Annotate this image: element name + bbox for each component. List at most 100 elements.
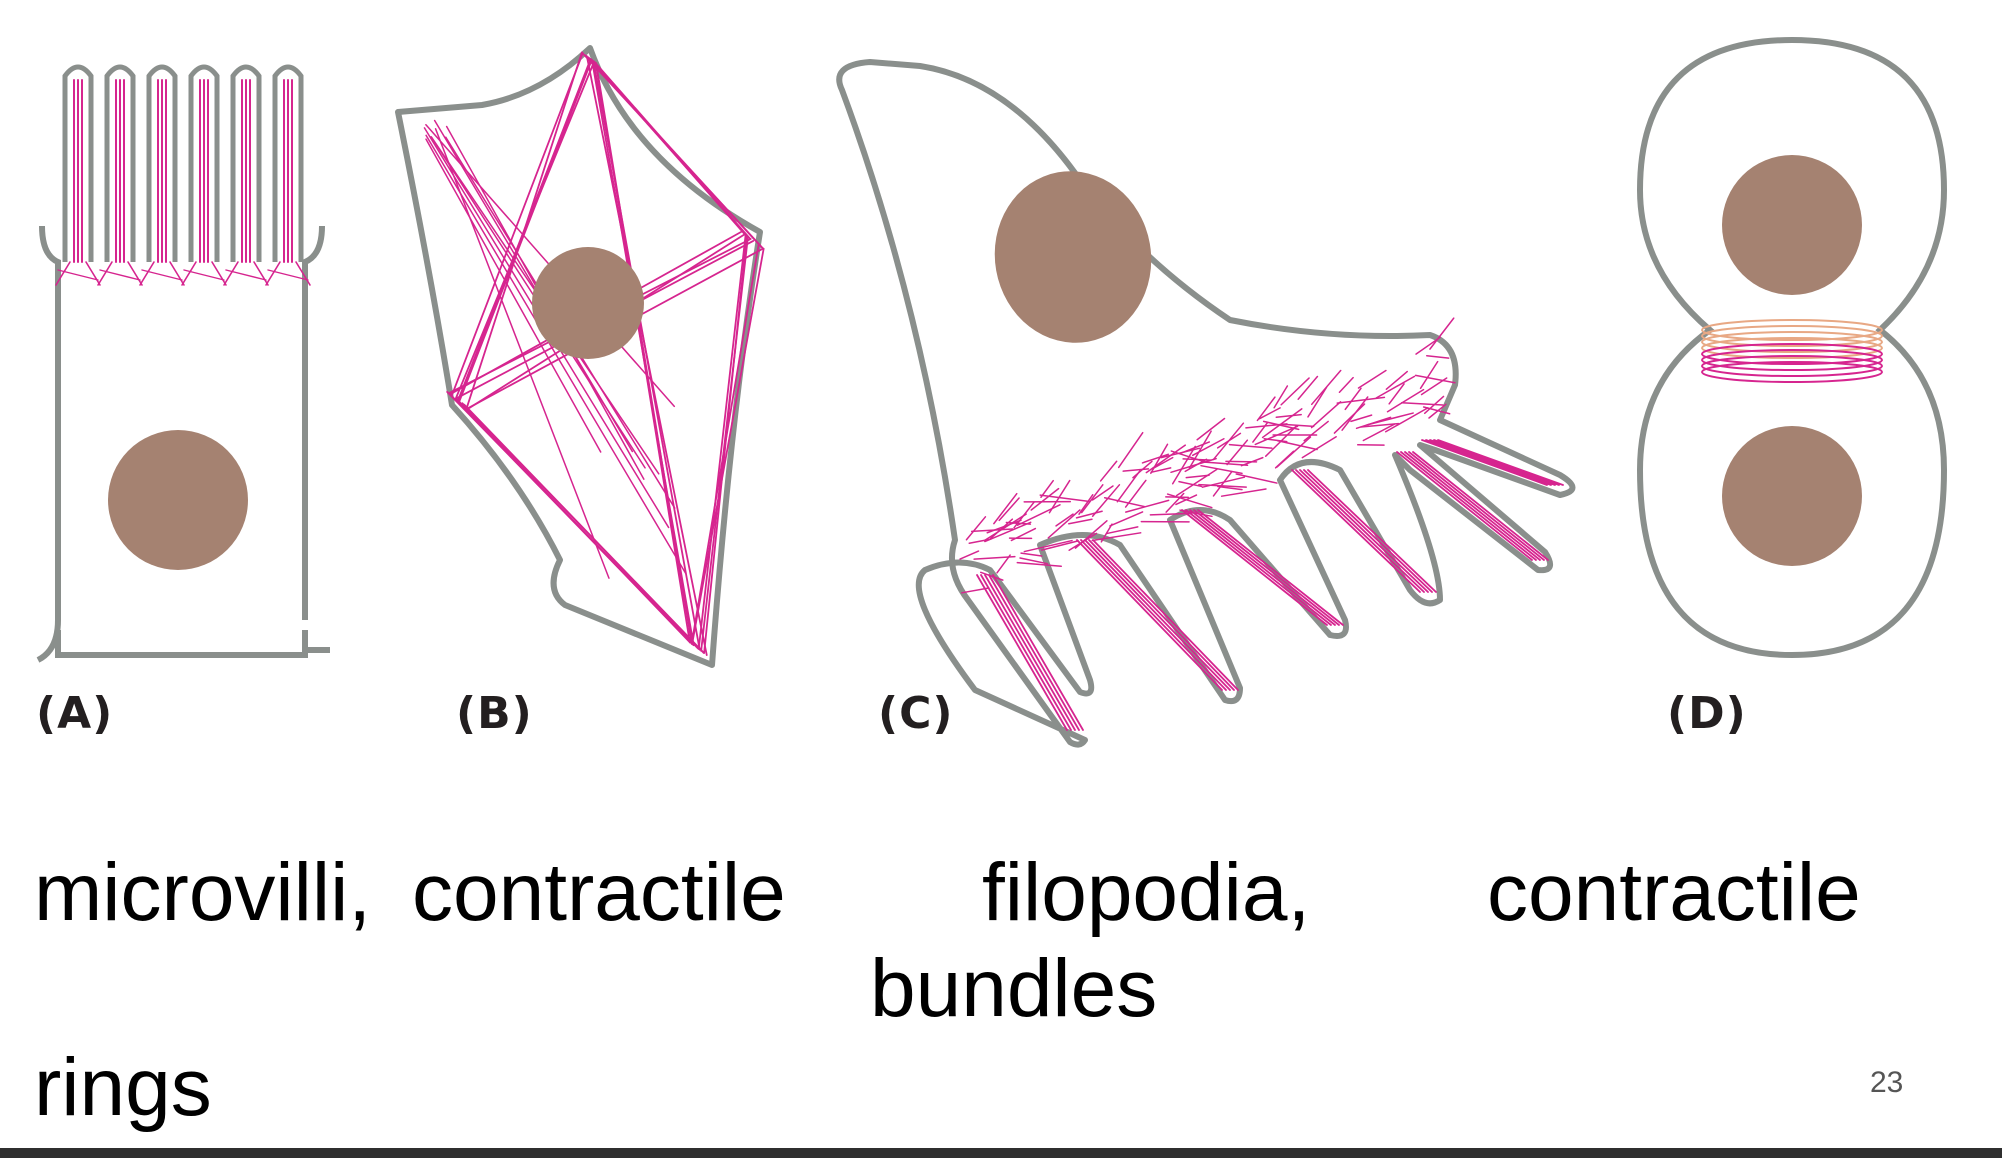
- filopodium-actin-bundle: [992, 574, 1084, 731]
- actin-network-filament: [1091, 485, 1114, 501]
- cell-c-nucleus: [994, 171, 1152, 343]
- cell-d-membrane: [1636, 36, 1948, 659]
- filopodium-actin-bundle: [1396, 451, 1533, 561]
- actin-network-filament: [1153, 456, 1174, 469]
- rootlet-filament: [139, 261, 155, 286]
- stress-fiber: [446, 390, 699, 650]
- panel-a-cell: [36, 64, 330, 663]
- actin-network-filament: [1274, 450, 1295, 469]
- actin-network-filament: [1217, 485, 1243, 491]
- actin-network-filament: [1075, 510, 1103, 519]
- actin-network-filament: [1203, 461, 1249, 467]
- actin-network-filament: [983, 513, 1027, 542]
- filopodium-actin-bundle: [1400, 451, 1537, 561]
- actin-network-filament: [1400, 401, 1444, 406]
- stress-fiber: [433, 119, 634, 453]
- actin-network-filament: [1360, 422, 1400, 428]
- actin-network-filament: [1080, 484, 1104, 514]
- stress-fiber: [592, 60, 701, 651]
- actin-network-filament: [1116, 470, 1141, 503]
- filopodium-actin-bundle: [1303, 469, 1433, 593]
- filopodium-actin-bundle: [1404, 451, 1541, 561]
- actin-network-filament: [1109, 511, 1144, 527]
- actin-network-filament: [1047, 509, 1081, 539]
- microvillus: [230, 64, 262, 262]
- actin-network-filament: [1040, 479, 1054, 499]
- actin-network-filament: [1198, 483, 1247, 488]
- rootlet-filament: [85, 261, 101, 286]
- filopodium-actin-bundle: [1080, 539, 1227, 691]
- filopodium-actin-bundle: [1429, 439, 1556, 486]
- actin-network-filament: [993, 492, 1018, 525]
- actin-network-filament: [1297, 375, 1319, 400]
- terminal-web-filament: [99, 269, 141, 281]
- filopodium-actin-bundle: [1408, 451, 1545, 561]
- actin-network-filament: [1261, 408, 1303, 439]
- rootlet-filament: [181, 261, 197, 286]
- stress-fiber: [691, 247, 765, 645]
- actin-network-filament: [973, 555, 1016, 560]
- stress-fiber: [425, 134, 687, 575]
- cell-a-membrane: [36, 225, 330, 663]
- actin-network-filament: [1141, 453, 1169, 464]
- rootlet-filament: [295, 261, 311, 286]
- filopodium-actin-bundle: [980, 574, 1072, 731]
- actin-network-filament: [1263, 437, 1288, 443]
- microvilli-actin-group: [55, 79, 311, 286]
- stress-fiber: [434, 128, 610, 579]
- actin-network-filament: [1275, 413, 1302, 418]
- actin-network-filament: [1280, 377, 1310, 406]
- filopodium-actin-bundle: [1307, 469, 1437, 593]
- actin-network-filament: [1419, 360, 1439, 390]
- actin-network-filament: [1264, 424, 1298, 457]
- caption-contractile-1: contractile: [412, 847, 786, 938]
- actin-network-filament: [1016, 504, 1061, 526]
- contractile-ring-filament: [1701, 337, 1883, 359]
- terminal-web-filament: [141, 269, 183, 281]
- actin-network-filament: [1384, 407, 1429, 433]
- microvilli-group: [62, 64, 304, 262]
- contractile-ring-filament: [1701, 325, 1883, 347]
- rootlet-filament: [265, 261, 281, 286]
- contractile-ring-filament: [1701, 355, 1883, 377]
- filopodium-actin-bundle: [1299, 469, 1429, 593]
- actin-network-filament: [1149, 512, 1193, 516]
- rootlet-filament: [97, 261, 113, 286]
- cell-a-nucleus: [108, 430, 248, 570]
- actin-network-filament: [1386, 388, 1425, 413]
- filopodium-actin-bundle: [1084, 539, 1231, 691]
- rootlet-filament: [169, 261, 185, 286]
- terminal-web-filament: [57, 269, 99, 281]
- actin-network-filament: [1362, 423, 1396, 442]
- actin-network-filament: [1226, 439, 1249, 466]
- microvillus: [62, 64, 94, 262]
- actin-network-filament: [1122, 468, 1150, 472]
- stress-fibers-group: [423, 51, 765, 656]
- actin-network-filament: [1078, 494, 1094, 515]
- contractile-ring-filament: [1701, 319, 1883, 341]
- terminal-web-filament: [267, 269, 309, 281]
- actin-network-filament: [1145, 444, 1187, 474]
- actin-network-filament: [1103, 497, 1146, 508]
- actin-network-filament: [1165, 492, 1185, 513]
- actin-network-filament: [968, 538, 992, 544]
- filopodium-actin-bundle: [1185, 509, 1332, 626]
- filopodium-actin-bundle: [1181, 509, 1328, 626]
- actin-network-filament: [1258, 407, 1281, 420]
- actin-network-filament: [1426, 355, 1450, 359]
- microvillus: [146, 64, 178, 262]
- filopodium-actin-bundle: [1193, 509, 1340, 626]
- filopodium-actin-bundle: [1425, 439, 1552, 486]
- actin-network-filament: [1171, 445, 1197, 485]
- cell-d-nucleus-bottom: [1722, 426, 1862, 566]
- actin-network-filament: [1307, 386, 1328, 418]
- microvillus: [104, 64, 136, 262]
- bottom-bar: [0, 1148, 2002, 1158]
- actin-network-filament: [1366, 412, 1414, 426]
- actin-network-filament: [1170, 457, 1217, 474]
- actin-network-filament: [1178, 480, 1203, 488]
- actin-network-filament: [965, 516, 987, 541]
- actin-network-filament: [1273, 385, 1289, 409]
- microvillus: [188, 64, 220, 262]
